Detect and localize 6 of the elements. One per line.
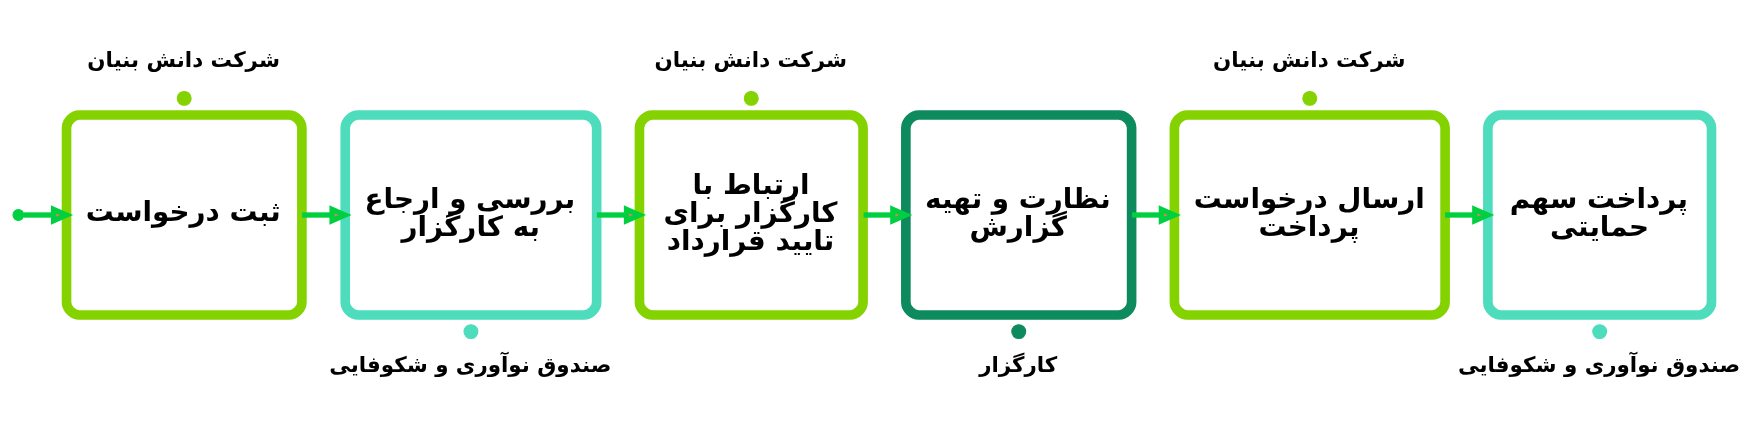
node-label: صندوق نوآوری و شکوفایی: [329, 351, 612, 377]
node-label: صندوق نوآوری و شکوفایی: [1457, 351, 1741, 377]
node-label: شرکت دانش بنیان: [654, 46, 847, 72]
node-label: کارگزار: [979, 351, 1058, 377]
node-label: شرکت دانش بنیان: [87, 46, 280, 72]
node-label: شرکت دانش بنیان: [1212, 46, 1406, 72]
